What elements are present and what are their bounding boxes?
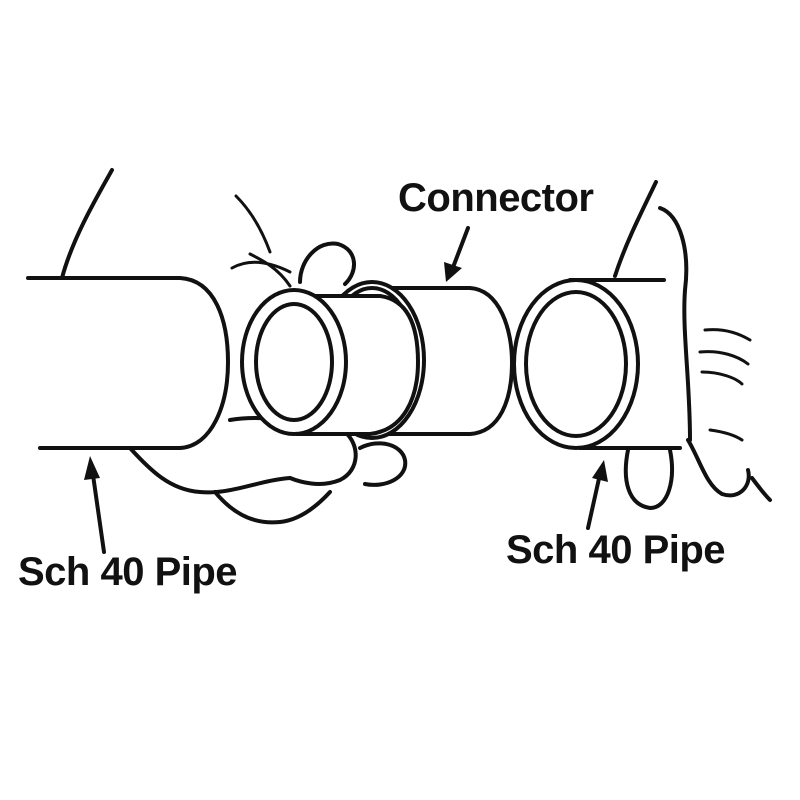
- connector: [240, 280, 515, 440]
- right-hand-back: [658, 206, 692, 442]
- left-hand-palm: [213, 490, 332, 525]
- left-hand-lower: [128, 446, 292, 495]
- right-pipe-label: Sch 40 Pipe: [506, 528, 726, 572]
- connector-label: Connector: [398, 176, 594, 220]
- left-pipe-label: Sch 40 Pipe: [18, 550, 238, 594]
- left-fingertip: [298, 241, 356, 286]
- left-pipe: [26, 276, 230, 450]
- right-arm-line: [613, 180, 658, 278]
- left-pipe-arrow-icon: [84, 456, 106, 554]
- connector-arrow-icon: [444, 226, 470, 282]
- right-thumb: [686, 438, 772, 502]
- right-pipe-arrow-icon: [586, 460, 608, 530]
- left-finger: [358, 441, 408, 487]
- right-knuckle-lines: [698, 328, 752, 442]
- left-arm-line: [60, 168, 114, 280]
- right-pipe: [512, 278, 682, 450]
- right-finger: [623, 448, 674, 510]
- left-hand-upper-line: [234, 194, 272, 254]
- left-knuckle-lines: [230, 252, 292, 288]
